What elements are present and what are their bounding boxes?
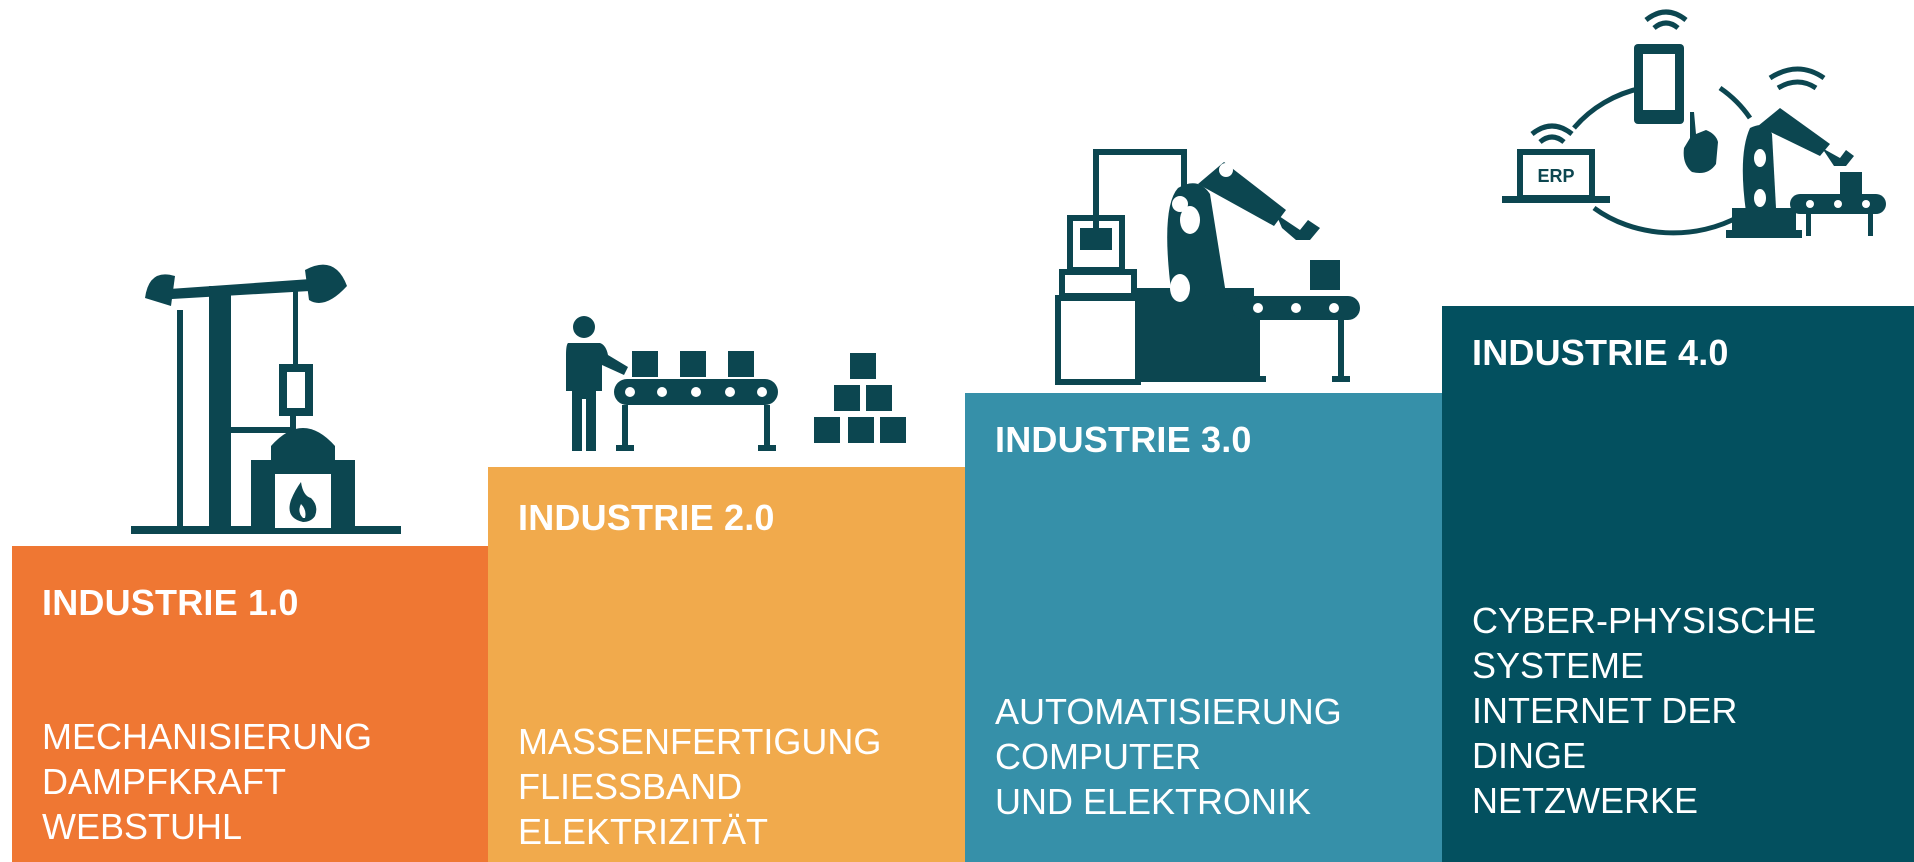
stage-description: CYBER-PHYSISCHE SYSTEME INTERNET DER DIN… bbox=[1472, 598, 1816, 823]
robot-arm-computer-icon bbox=[1055, 149, 1360, 385]
stage-title: INDUSTRIE 4.0 bbox=[1472, 332, 1729, 373]
worker-conveyor-boxes-icon bbox=[566, 316, 906, 451]
stage-description: MASSENFERTIGUNG FLIESSBAND ELEKTRIZITÄT bbox=[518, 719, 881, 854]
stage-title: INDUSTRIE 1.0 bbox=[42, 582, 299, 623]
stage-line: DAMPFKRAFT bbox=[42, 761, 287, 802]
stage-line: COMPUTER bbox=[995, 736, 1201, 777]
stage-line: UND ELEKTRONIK bbox=[995, 781, 1312, 822]
stage-line: AUTOMATISIERUNG bbox=[995, 691, 1342, 732]
stage-title: INDUSTRIE 2.0 bbox=[518, 497, 775, 538]
stage-line: MECHANISIERUNG bbox=[42, 716, 373, 757]
stage-description: MECHANISIERUNG DAMPFKRAFT WEBSTUHL bbox=[42, 714, 372, 849]
stage-line: NETZWERKE bbox=[1472, 780, 1699, 821]
stage-line: MASSENFERTIGUNG bbox=[518, 721, 882, 762]
stage-line: ELEKTRIZITÄT bbox=[518, 811, 769, 852]
stage-line: INTERNET DER bbox=[1472, 690, 1738, 731]
stage-description: AUTOMATISIERUNG COMPUTER UND ELEKTRONIK bbox=[995, 689, 1342, 824]
stage-industrie-2: INDUSTRIE 2.0 MASSENFERTIGUNG FLIESSBAND… bbox=[488, 467, 965, 862]
stage-title: INDUSTRIE 3.0 bbox=[995, 419, 1252, 460]
stage-line: FLIESSBAND bbox=[518, 766, 743, 807]
pump-jack-furnace-icon bbox=[131, 264, 401, 534]
stage-industrie-1: INDUSTRIE 1.0 MECHANISIERUNG DAMPFKRAFT … bbox=[12, 546, 488, 862]
cyber-physical-network-icon: ERP bbox=[1502, 9, 1886, 238]
stage-line: DINGE bbox=[1472, 735, 1587, 776]
stage-line: SYSTEME bbox=[1472, 645, 1645, 686]
stage-industrie-4: INDUSTRIE 4.0 CYBER-PHYSISCHE SYSTEME IN… bbox=[1442, 306, 1914, 862]
stage-line: WEBSTUHL bbox=[42, 806, 243, 847]
erp-label: ERP bbox=[1537, 166, 1574, 186]
stage-industrie-3: INDUSTRIE 3.0 AUTOMATISIERUNG COMPUTER U… bbox=[965, 393, 1442, 862]
stage-line: CYBER-PHYSISCHE bbox=[1472, 600, 1817, 641]
